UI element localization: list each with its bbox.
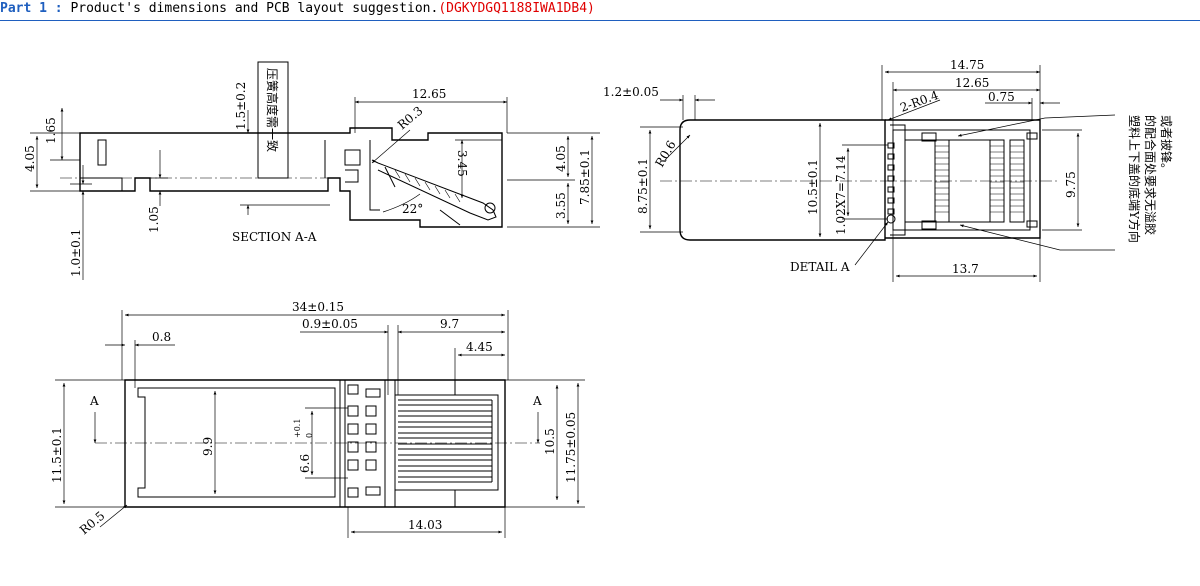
dim-12-65-side: 12.65 [955, 76, 989, 90]
note-line-1: 塑料上下盖的底端Y方向 [1127, 115, 1142, 243]
dim-7-85: 7.85±0.1 [578, 149, 592, 205]
dim-34: 34±0.15 [292, 300, 344, 314]
side-view: 1.2±0.05 R0.6 8.75±0.1 10.5±0.1 1.02X7=7… [603, 58, 1173, 282]
dim-10-5-bottom: 10.5 [543, 428, 557, 455]
dim-0-9: 0.9±0.05 [302, 317, 358, 331]
dim-0-75: 0.75 [988, 90, 1015, 104]
dim-14-03: 14.03 [408, 518, 442, 532]
dim-14-75: 14.75 [950, 58, 984, 72]
section-inner-left [97, 139, 107, 166]
page-header: Part 1 : Product's dimensions and PCB la… [0, 0, 1200, 18]
side-outline-left [679, 119, 886, 241]
dim-8-75: 8.75±0.1 [636, 158, 650, 214]
dim-12-65-section: 12.65 [412, 87, 446, 101]
dim-9-75: 9.75 [1064, 171, 1078, 198]
paren-close: ) [587, 1, 595, 16]
part-label: Part 1 [0, 1, 47, 16]
dim-4-45: 4.45 [466, 340, 493, 354]
header-colon: : [46, 1, 71, 16]
product-code: DGKYDGQ1188IWA1DB4 [446, 1, 588, 16]
dim-3-45: 3.45 [455, 150, 469, 177]
dim-1-0: 1.0±0.1 [69, 229, 83, 277]
dim-4-05-right: 4.05 [554, 145, 568, 172]
section-outline [79, 127, 503, 228]
tol-plus: +0.1 [293, 419, 302, 438]
radius-r0-5: R0.5 [77, 508, 108, 537]
angle-22: 22° [402, 202, 423, 216]
dim-pitch: 1.02X7=7.14 [834, 155, 848, 235]
note-line-3: 或者披锋。 [1159, 115, 1173, 175]
pin-pads [886, 142, 896, 224]
dim-11-5: 11.5±0.1 [50, 427, 64, 483]
dim-1-65: 1.65 [44, 117, 58, 144]
dim-13-7: 13.7 [952, 262, 979, 276]
dim-1-05: 1.05 [147, 206, 161, 233]
section-mark-a-right: A [532, 394, 542, 408]
tol-zero: 0 [305, 433, 314, 438]
dim-9-7: 9.7 [440, 317, 459, 331]
note-vertical: 塑料上下盖的底端Y方向 的配合面处要求无溢胶 或者披锋。 [1127, 115, 1173, 243]
section-view: 4.05 1.65 1.0±0.1 1.05 1.5±0.2 压簧高度需一致 1… [23, 61, 600, 280]
dim-1-5: 1.5±0.2 [234, 82, 248, 130]
dim-6-6: 6.6 [298, 454, 312, 473]
detail-a-label: DETAIL A [790, 260, 850, 274]
dim-10-5-side: 10.5±0.1 [806, 159, 820, 215]
dim-3-55: 3.55 [554, 192, 568, 219]
paren-open: ( [438, 1, 447, 16]
note-box [257, 61, 289, 179]
dim-1-2: 1.2±0.05 [603, 85, 659, 99]
side-outline-right [885, 119, 1041, 239]
dim-9-9: 9.9 [201, 437, 215, 456]
contact-fingers [398, 399, 493, 483]
spring-contact [377, 162, 497, 221]
dim-4-05-left: 4.05 [23, 145, 37, 172]
section-caption: SECTION A-A [232, 230, 317, 244]
dim-0-8: 0.8 [152, 330, 171, 344]
bottom-view: A A 34±0.15 0.8 0.9±0.05 9.7 4.45 11.5±0… [50, 300, 585, 538]
header-rule [0, 20, 1200, 21]
radius-2-r0-4: 2-R0.4 [898, 88, 941, 115]
header-title: Product's dimensions and PCB layout sugg… [70, 1, 439, 16]
note-line-2: 的配合面处要求无溢胶 [1143, 115, 1158, 235]
dim-11-75: 11.75±0.05 [564, 412, 578, 483]
section-mark-a-left: A [89, 394, 99, 408]
radius-r0-3: R0.3 [395, 103, 426, 132]
radius-r0-6: R0.6 [652, 138, 678, 169]
spring-height-note: 压簧高度需一致 [265, 68, 280, 152]
pad-grid [347, 384, 381, 498]
